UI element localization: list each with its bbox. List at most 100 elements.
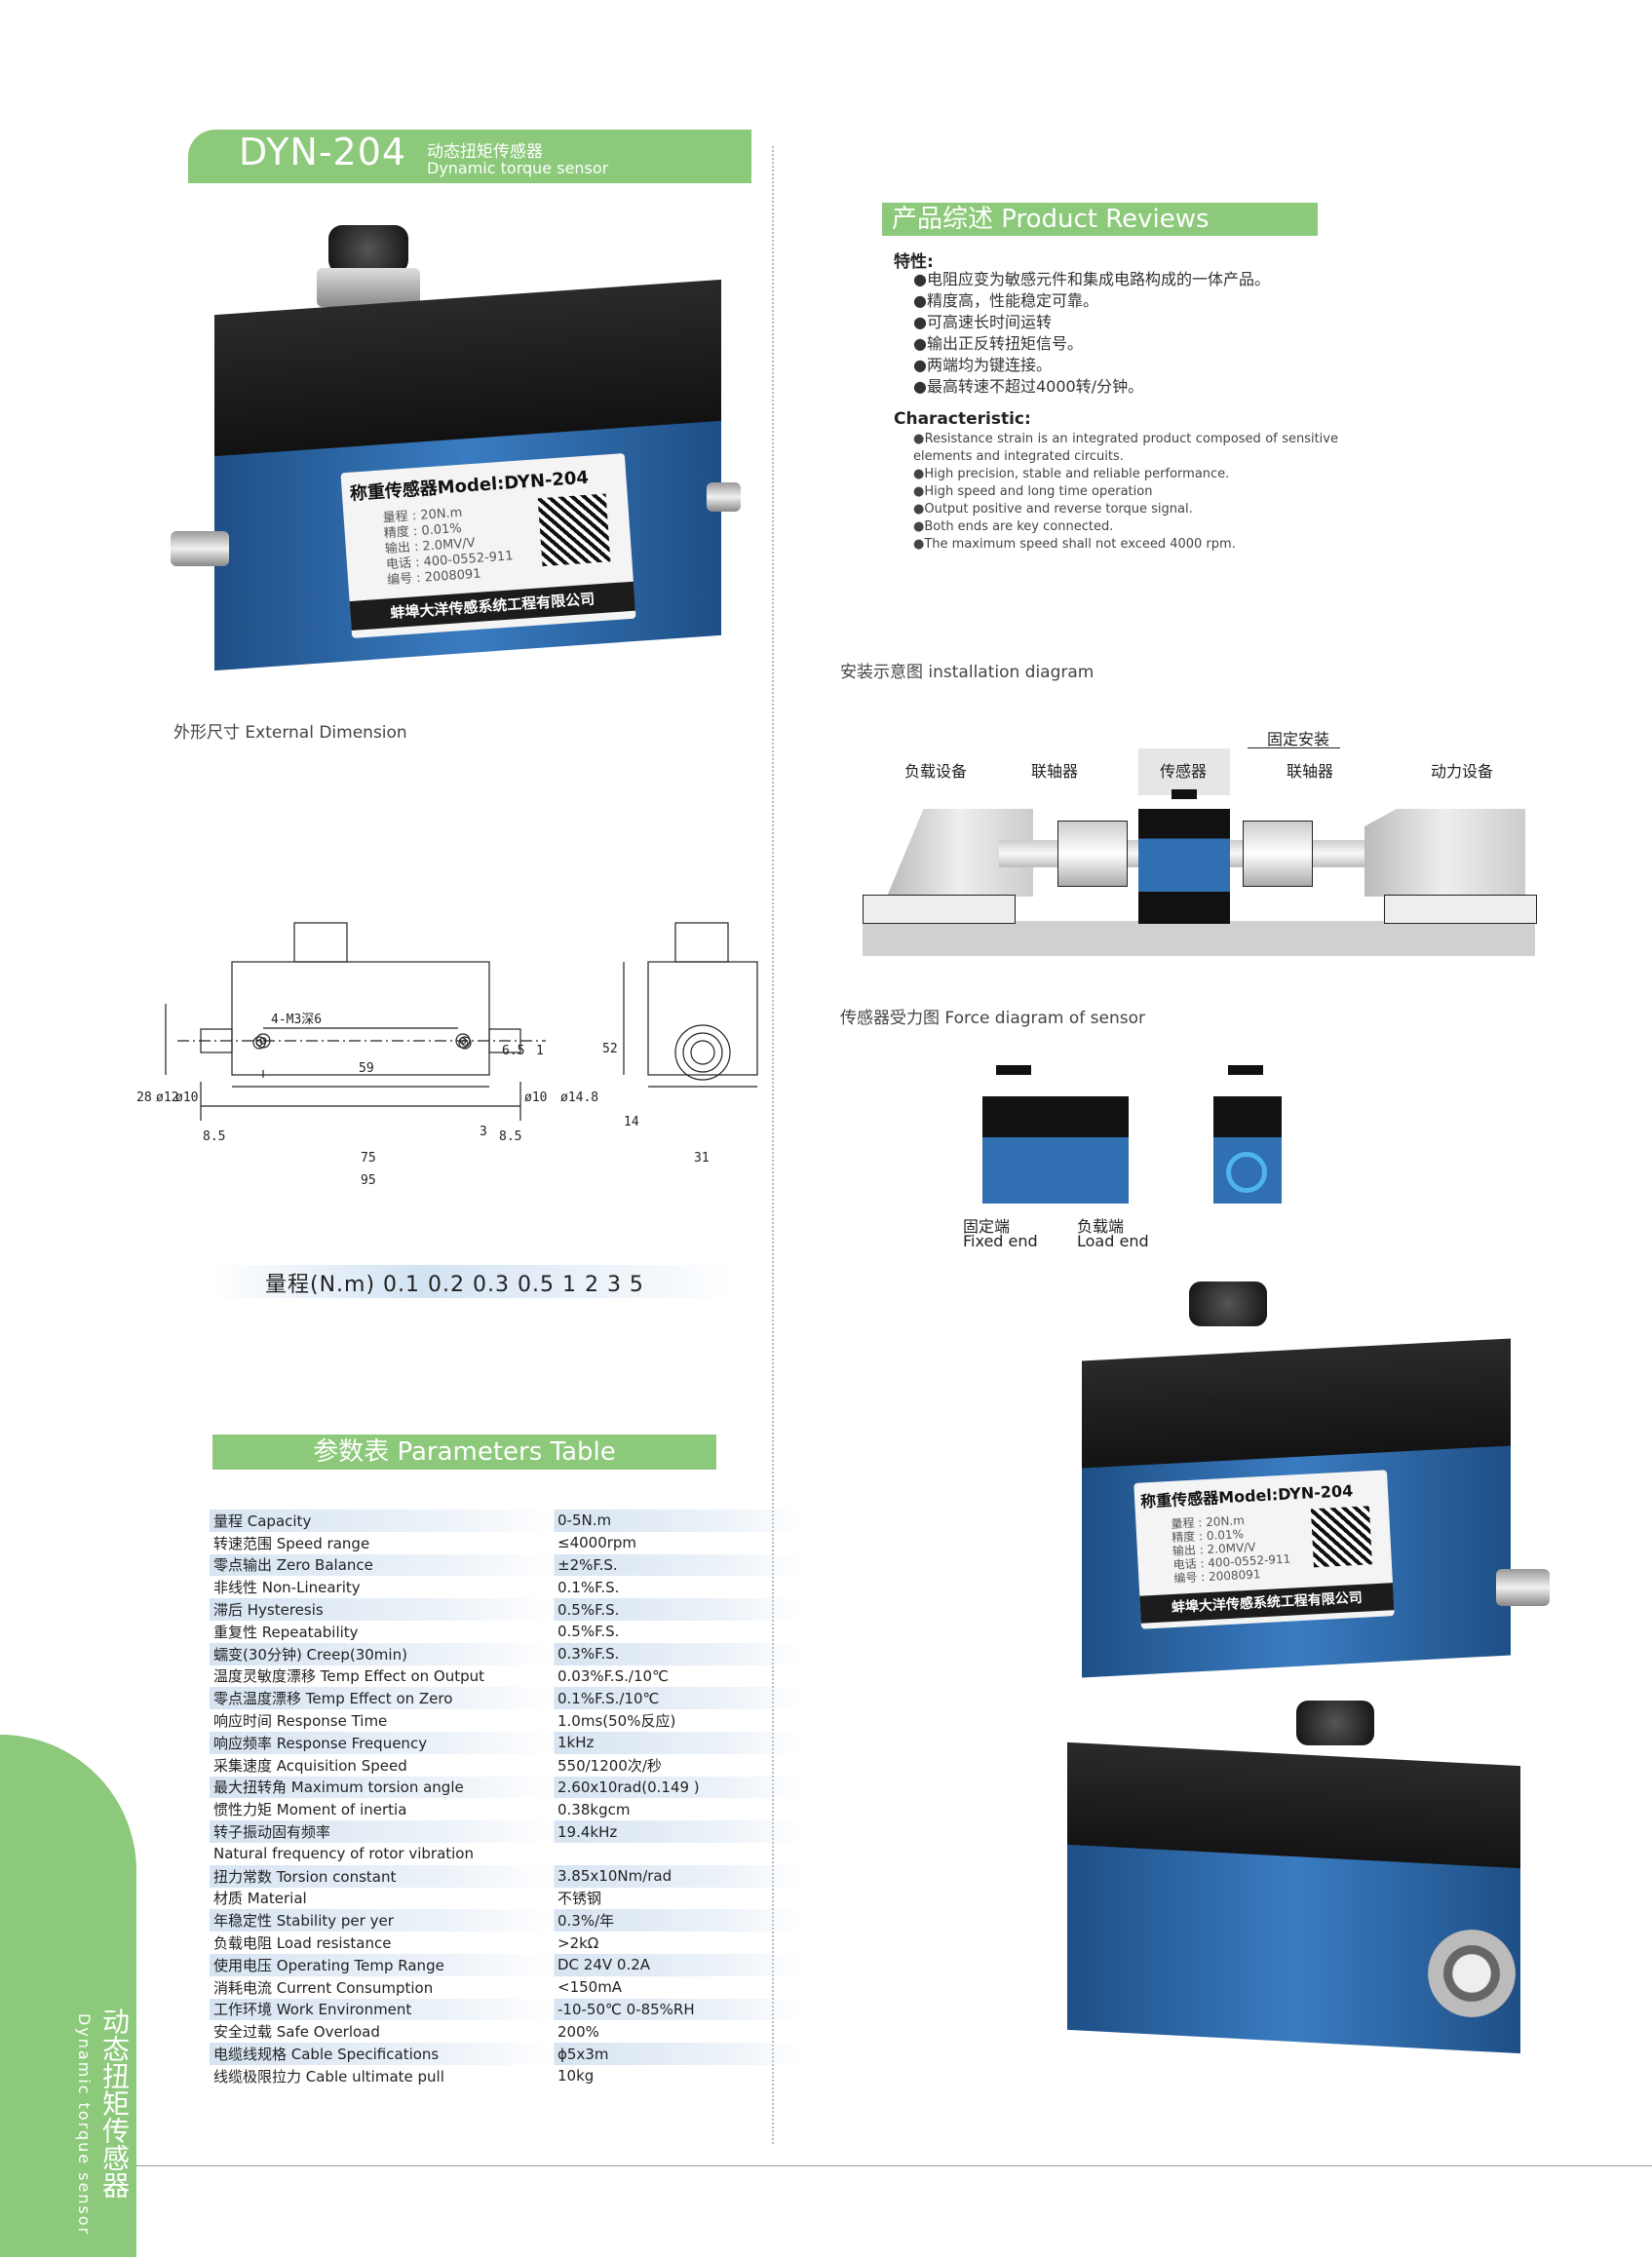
label-power-device: 动力设备 [1431,762,1494,781]
param-value: 3.85x10Nm/rad [553,1864,801,1888]
label-company: 蚌埠大洋传感系统工程有限公司 [1139,1583,1395,1624]
dim-8-5b: 8.5 [499,1129,521,1144]
range-text: 量程(N.m) 0.1 0.2 0.3 0.5 1 2 3 5 [265,1273,644,1297]
product-image-3 [1067,1696,1535,2054]
title-cn: 动态扭矩传感器 [427,142,543,162]
bearing-ring [1428,1930,1516,2017]
connector-base [317,268,420,307]
param-row: 转速范围 Speed range≤4000rpm [210,1531,801,1554]
param-name: 零点输出 Zero Balance [210,1553,554,1577]
side-title-cn: 动态扭矩传感器 [98,2008,131,2199]
label-sensor: 传感器 [1160,762,1208,781]
param-row: 消耗电流 Current Consumption <150mA [210,1975,801,1999]
param-value: 1kHz [553,1731,801,1754]
shaft-left [171,531,229,566]
dim-14-8: ø14.8 [560,1090,598,1105]
fixed-end-en: Fixed end [963,1232,1038,1250]
dim-95: 95 [361,1173,376,1188]
shaft-right [707,482,741,512]
label-line: 编号 : 2008091 [1173,1567,1261,1586]
params-title: 参数表 Parameters Table [212,1435,716,1470]
feature-cn-item: ●精度高，性能稳定可靠。 [913,291,1098,310]
ground-base [863,921,1535,956]
feature-cn-item: ●输出正反转扭矩信号。 [913,334,1083,353]
load-device-base [863,895,1016,924]
param-name: 材质 Material [213,1890,307,1908]
dim-hole: 4-M3深6 [271,1013,322,1027]
param-name: 重复性 Repeatability [213,1623,359,1641]
param-name: 非线性 Non-Linearity [213,1579,361,1597]
power-device-base [1384,895,1537,924]
installation-caption: 安装示意图 installation diagram [840,663,1095,682]
param-value: 0.1%F.S. [553,1576,801,1599]
param-name: 电缆线规格 Cable Specifications [210,2043,554,2065]
label-fixed-mount: 固定安装 [1267,730,1330,748]
param-value: 0-5N.m [553,1510,801,1532]
dimension-caption: 外形尺寸 External Dimension [173,723,407,743]
dim-3: 3 [480,1125,487,1139]
param-name: 响应时间 Response Time [213,1712,388,1731]
header-bar [188,130,751,183]
param-value: 0.1%F.S./10℃ [553,1687,801,1710]
param-name: 安全过载 Safe Overload [213,2023,380,2042]
sensor-highlight [1138,748,1230,795]
features-en-list: ●Resistance strain is an integrated prod… [913,431,1338,554]
param-value: 2.60x10rad(0.149 ) [553,1776,801,1799]
dim-75: 75 [361,1151,376,1166]
dimension-drawing: 4-M3深6 59 6.5 1 28 ø12 ø10 3 ø10 ø14.8 8… [136,922,758,1188]
param-name: Natural frequency of rotor vibration [213,1845,474,1863]
param-name: 线缆极限拉力 Cable ultimate pull [213,2067,444,2085]
param-name: 消耗电流 Current Consumption [213,1978,434,1997]
param-value: 0.5%F.S. [553,1620,801,1643]
load-end-connector [1228,1065,1263,1075]
product-image-main: 称重传感器Model:DYN-204 量程 : 20N.m 精度 : 0.01%… [171,219,741,677]
param-name: 惯性力矩 Moment of inertia [213,1801,407,1819]
shaft-right [1496,1569,1550,1606]
label-coupling-left: 联轴器 [1031,762,1079,781]
dim-8-5a: 8.5 [203,1129,225,1144]
coupling-right [1243,821,1313,887]
dim-10b: ø10 [524,1090,547,1105]
param-value: <150mA [553,1975,801,1999]
installation-diagram: 负载设备 联轴器 传感器 联轴器 动力设备 固定安装 [858,721,1540,960]
title-en: Dynamic torque sensor [427,159,609,177]
param-value: 0.3%F.S. [553,1642,801,1665]
dim-59: 59 [359,1061,374,1076]
dim-6-5: 6.5 [502,1044,524,1058]
sensor-block [1138,809,1230,924]
feature-cn-item: ●最高转速不超过4000转/分钟。 [913,377,1144,396]
param-value: ≤4000rpm [553,1531,801,1554]
qr-code [1310,1506,1372,1568]
rotation-arrow-icon [1226,1152,1267,1193]
feature-en-item: ●Resistance strain is an integrated prod… [913,432,1338,464]
connector-knob [328,225,408,274]
param-value: 200% [553,2020,801,2044]
param-name: 使用电压 Operating Temp Range [210,1953,554,1976]
dim-14: 14 [624,1115,639,1129]
param-name: 滞后 Hysteresis [210,1598,554,1621]
dim-1: 1 [536,1044,544,1058]
param-value: >2kΩ [553,1932,801,1954]
param-value [553,1842,801,1865]
param-value: 0.03%F.S./10℃ [553,1664,801,1688]
fixed-end-connector [996,1065,1031,1075]
feature-en-item: ●High speed and long time operation [913,484,1153,499]
dim-28: 28 [136,1090,152,1105]
vertical-divider [772,146,774,2144]
fixed-end-cn: 固定端 [963,1217,1011,1236]
bottom-divider [117,2165,1652,2166]
param-value: 不锈钢 [553,1887,801,1910]
label-model: 称重传感器Model:DYN-204 [1139,1481,1354,1511]
param-name: 蠕变(30分钟) Creep(30min) [210,1642,554,1665]
